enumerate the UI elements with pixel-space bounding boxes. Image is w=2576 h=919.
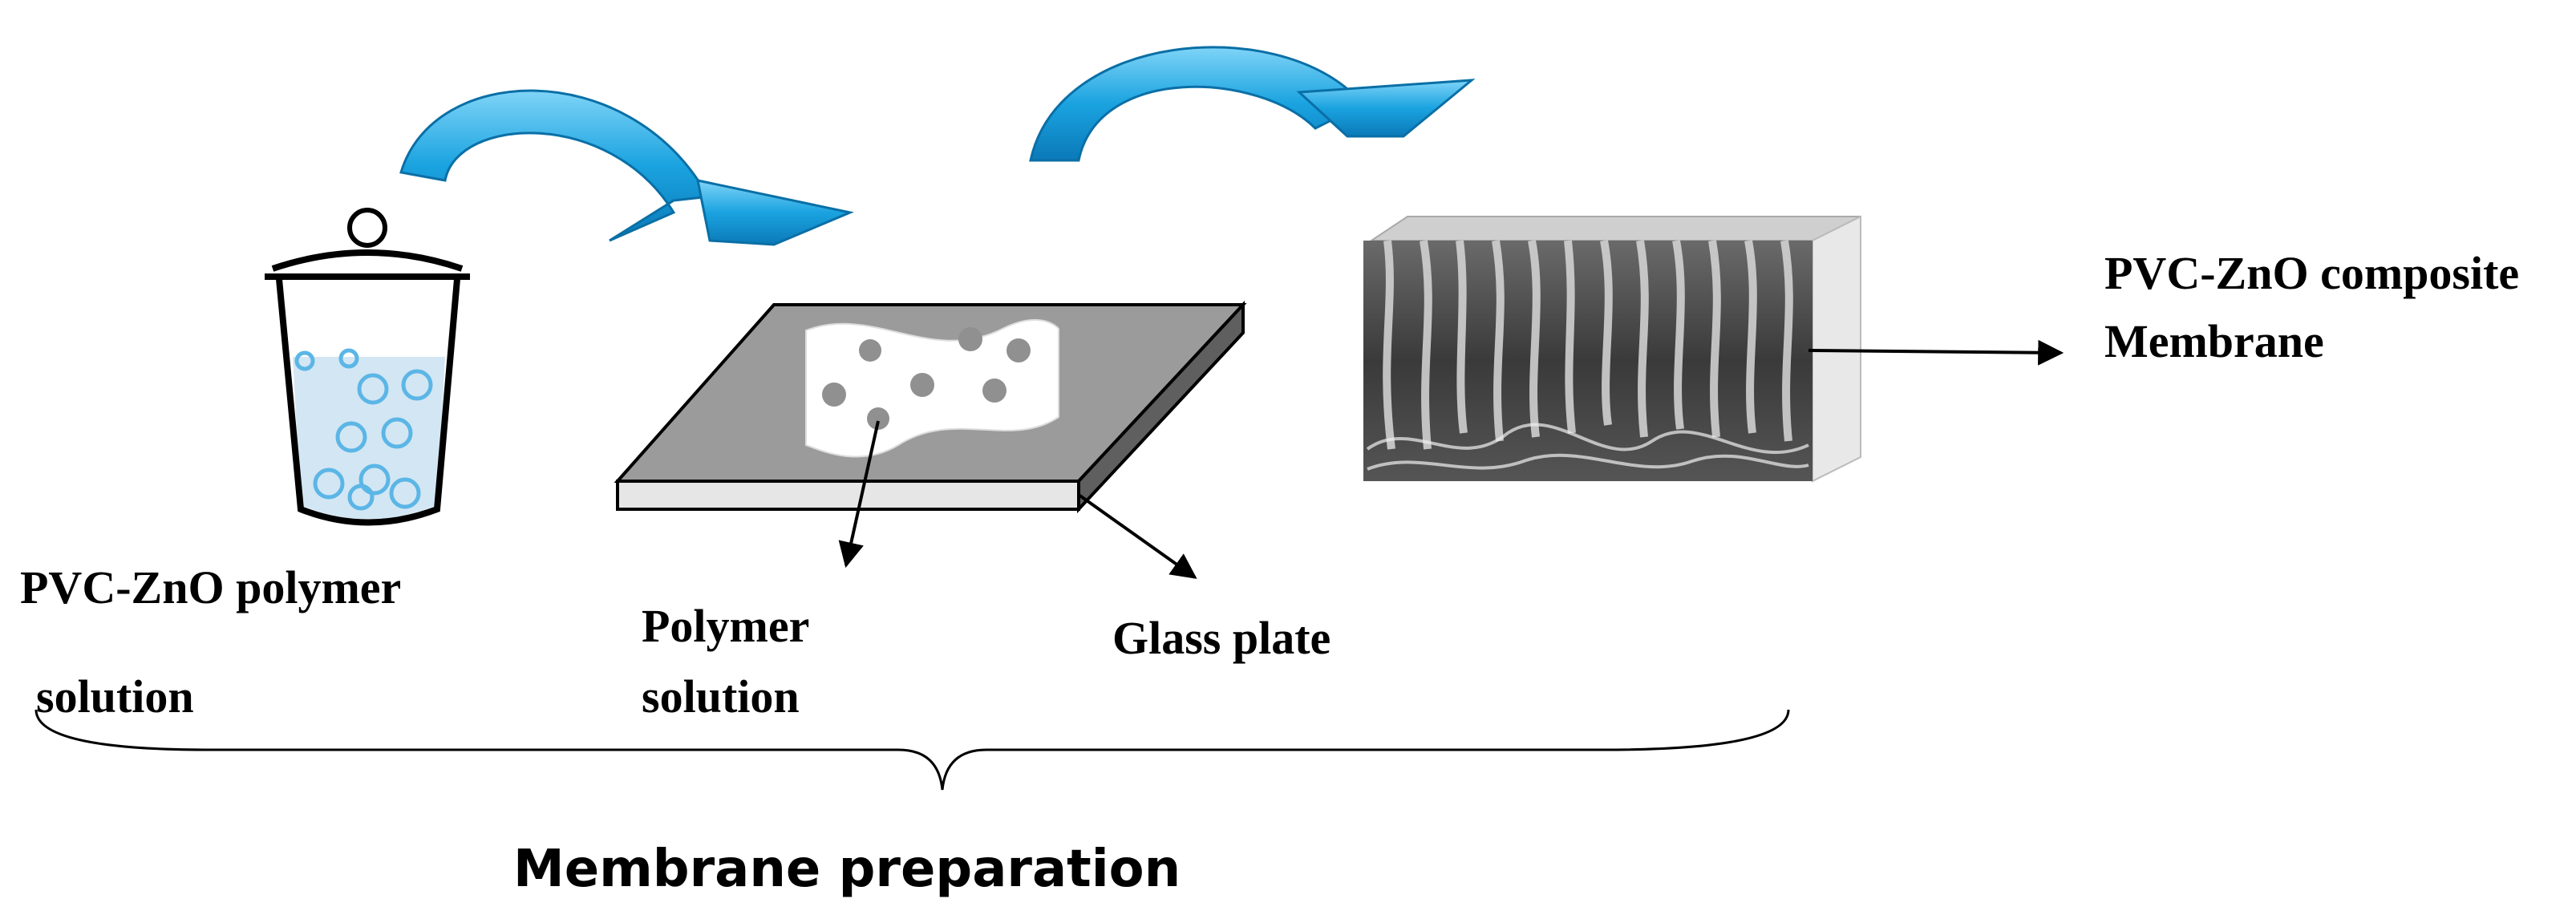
polymer-particles [822,327,1031,430]
membrane-label-line1: PVC-ZnO composite [2104,247,2519,299]
glass-plate-label: Glass plate [1112,612,1331,664]
polymer-label-line1: Polymer [642,600,809,652]
curved-arrow-icon [399,89,855,246]
beaker-label-line2: solution [36,670,194,723]
beaker-icon [265,208,470,526]
bubbles [294,348,433,511]
section-title: Membrane preparation [513,840,1181,899]
glass-plate-icon [614,300,1247,579]
curved-arrow-icon [1029,46,1476,162]
membrane-cross-section-icon [1363,215,2064,483]
beaker-label-line1: PVC-ZnO polymer [20,561,401,613]
polymer-label-line2: solution [642,670,800,723]
section-brace [34,709,1790,791]
membrane-label-line2: Membrane [2104,315,2324,367]
